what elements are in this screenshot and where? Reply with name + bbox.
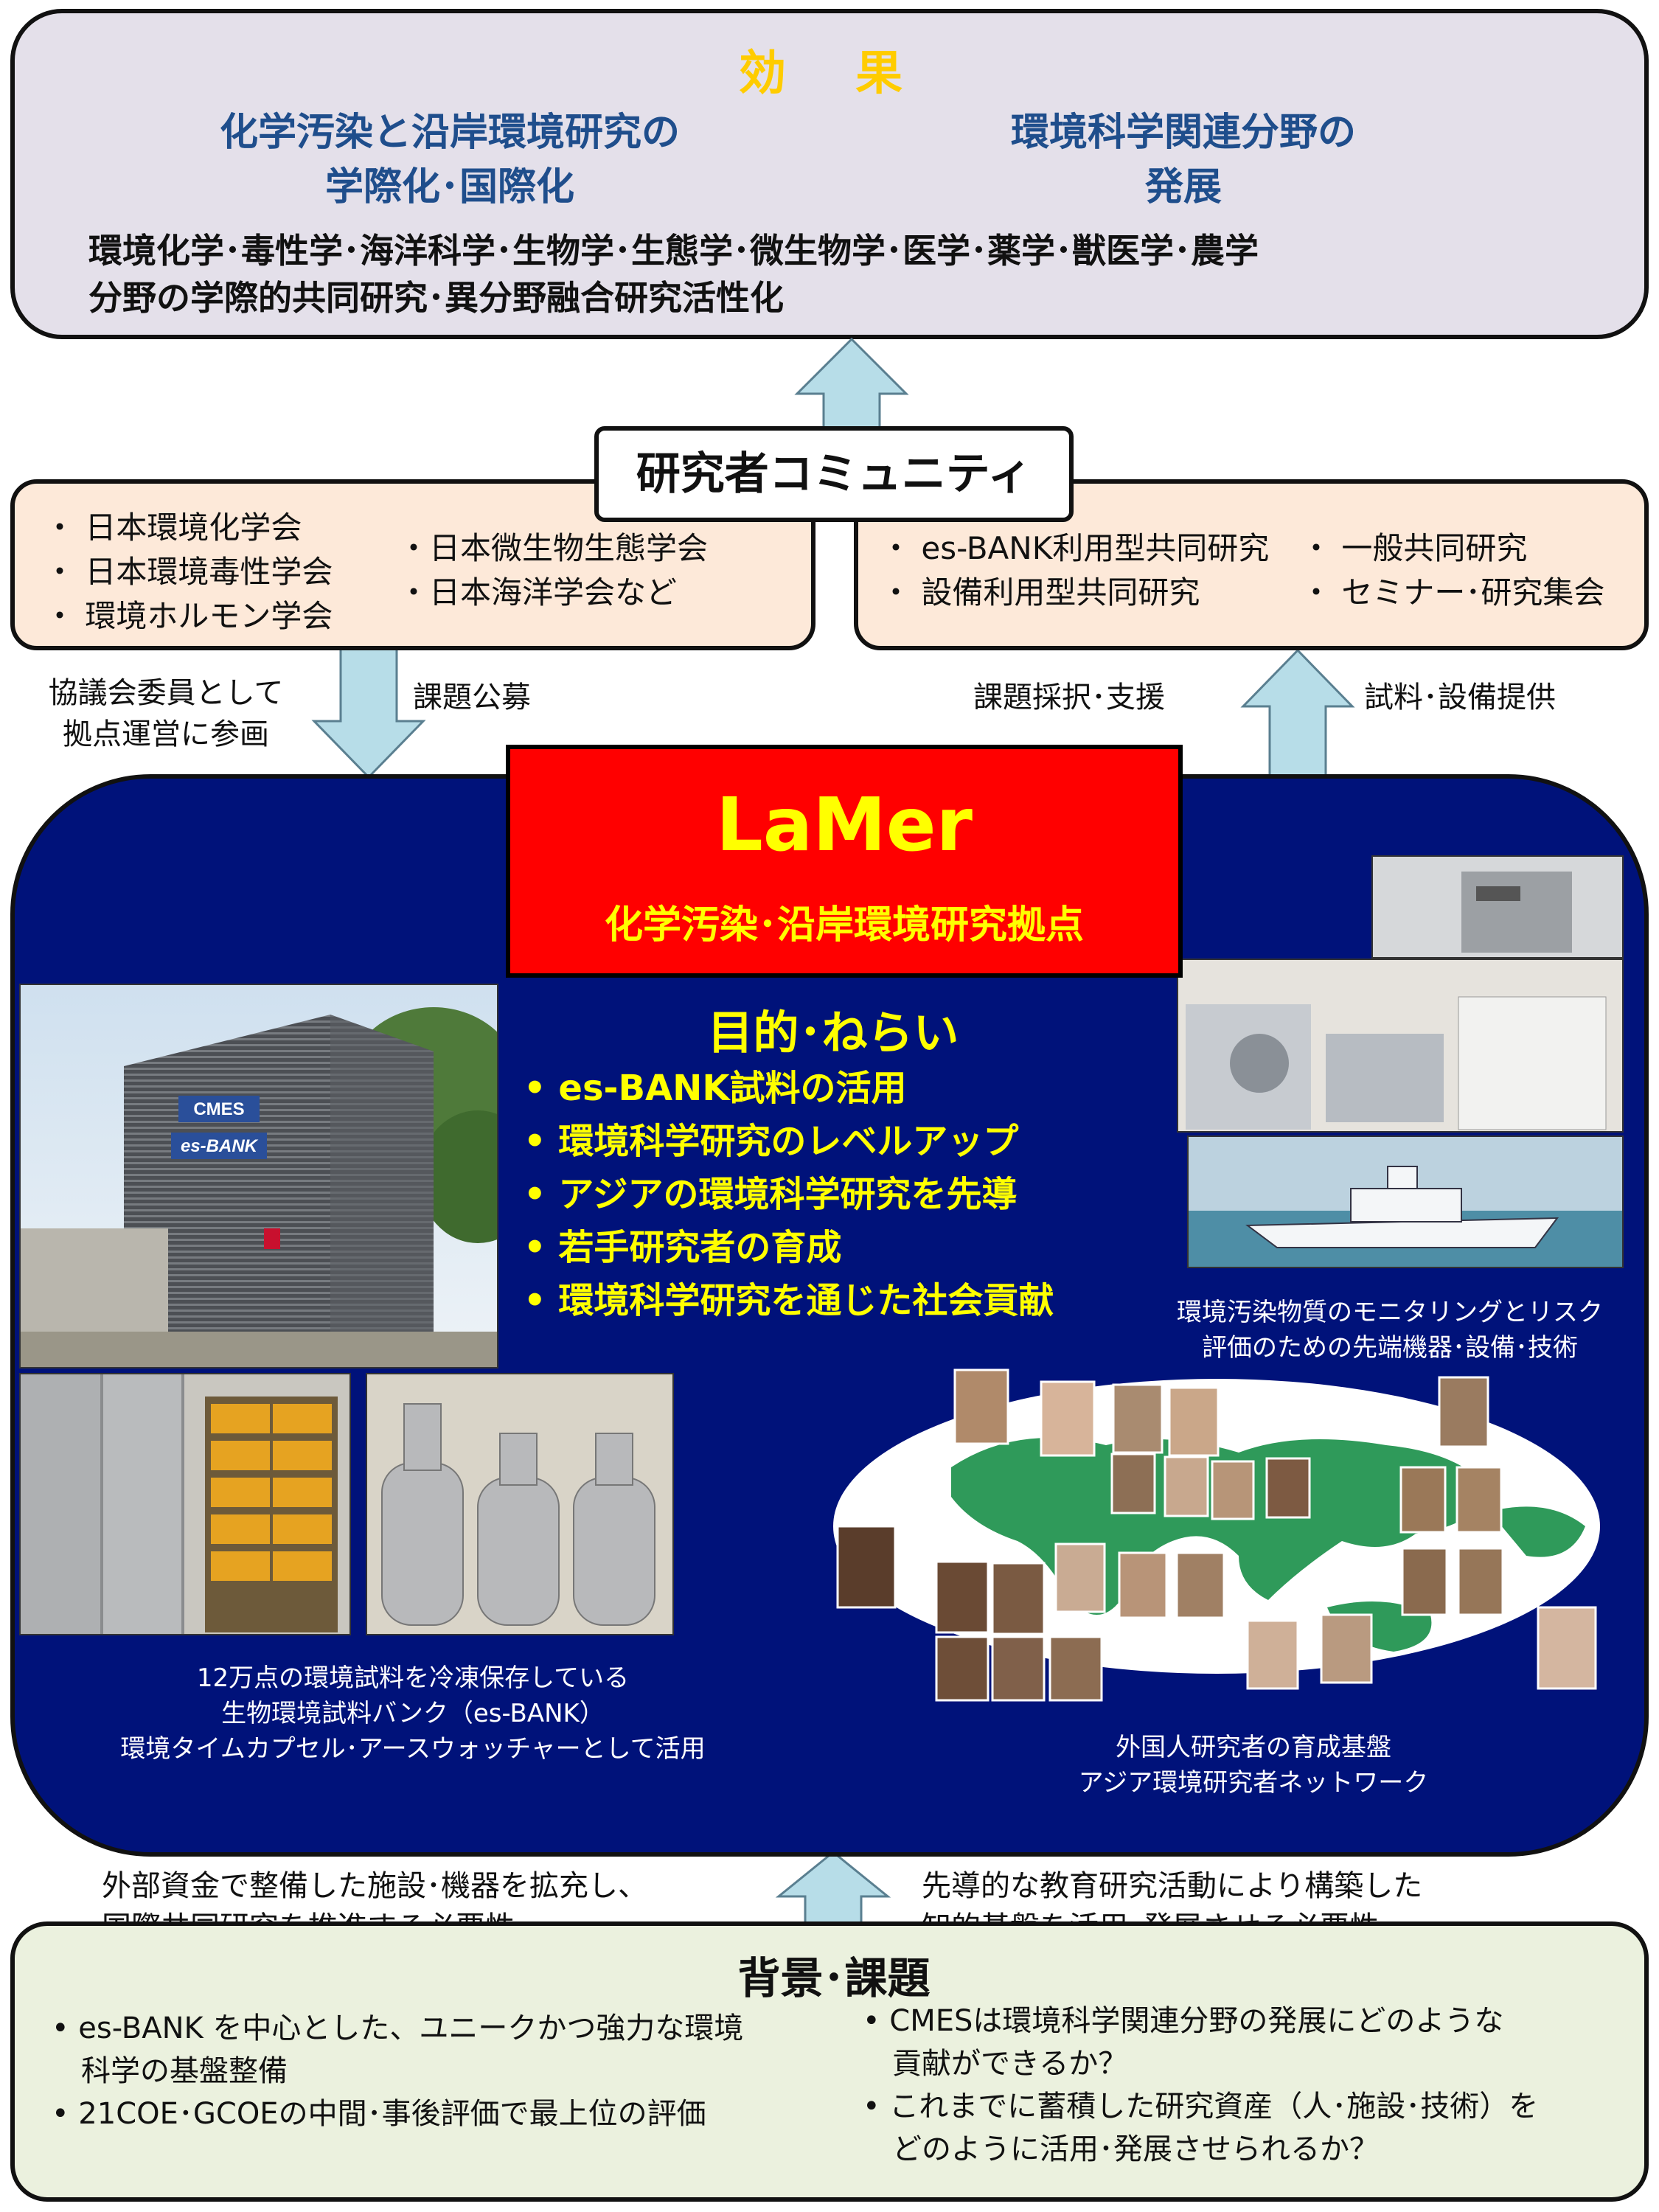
- society-item: ・日本微生物生態学会: [398, 530, 709, 566]
- effects-body-line2: 分野の学際的共同研究･異分野融合研究活性化: [88, 278, 784, 318]
- effects-box: 効 果 化学汚染と沿岸環境研究の 学際化･国際化 環境科学関連分野の 発展 環境…: [10, 9, 1649, 339]
- effects-body-line1: 環境化学･毒性学･海洋科学･生物学･生態学･微生物学･医学･薬学･獣医学･農学: [88, 231, 1259, 271]
- network-caption-line2: アジア環境研究者ネットワーク: [1078, 1768, 1429, 1798]
- esbank-caption-line1: 12万点の環境試料を冷凍保存している: [196, 1663, 630, 1693]
- purpose-title: 目的･ねらい: [707, 1006, 959, 1060]
- purpose-list: • es-BANK試料の活用 • 環境科学研究のレベルアップ • アジアの環境科…: [524, 1062, 1187, 1327]
- lab-equipment-photo-2: [1177, 959, 1624, 1133]
- background-item: • CMESは環境科学関連分野の発展にどのような: [863, 2004, 1504, 2038]
- network-caption-line1: 外国人研究者の育成基盤: [1116, 1733, 1391, 1762]
- label-external-funding-line1: 外部資金で整備した施設･機器を拡充し、: [102, 1869, 647, 1903]
- purpose-item: • es-BANK試料の活用: [524, 1068, 907, 1109]
- purpose-item: • 環境科学研究のレベルアップ: [524, 1121, 1019, 1162]
- program-item: ・ 設備利用型共同研究: [880, 574, 1200, 611]
- arrow-down-to-lamer: [311, 647, 426, 779]
- arrow-up-to-programs: [1240, 648, 1355, 780]
- label-council-line2: 拠点運営に参画: [63, 717, 269, 751]
- background-left-list: • es-BANK を中心とした、ユニークかつ強力な環境 科学の基盤整備 • 2…: [52, 2007, 863, 2135]
- purpose-item: • 若手研究者の育成: [524, 1227, 842, 1268]
- background-item-continued: 貢献ができるか？: [892, 2047, 1128, 2081]
- society-item: ・ 環境ホルモン学会: [44, 598, 333, 634]
- society-item: ・ 日本環境毒性学会: [44, 554, 333, 590]
- lamer-header: LaMer 化学汚染･沿岸環境研究拠点: [506, 745, 1183, 978]
- effects-subtitle-right-line2: 発展: [1144, 165, 1222, 209]
- programs-list-left: ・ es-BANK利用型共同研究 ・ 設備利用型共同研究: [880, 526, 1269, 615]
- building-photo: CMES es-BANK: [19, 984, 498, 1368]
- background-item: • これまでに蓄積した研究資産（人･施設･技術）を: [863, 2090, 1539, 2124]
- lamer-subtitle: 化学汚染･沿岸環境研究拠点: [604, 903, 1084, 947]
- research-vessel-photo: [1187, 1135, 1624, 1268]
- effects-subtitle-left-line1: 化学汚染と沿岸環境研究の: [219, 111, 680, 155]
- program-item: ・ es-BANK利用型共同研究: [880, 530, 1270, 566]
- community-label: 研究者コミュニティ: [594, 426, 1074, 522]
- equipment-caption-line2: 評価のための先端機器･設備･技術: [1202, 1333, 1578, 1363]
- esbank-caption: 12万点の環境試料を冷凍保存している 生物環境試料バンク（es-BANK） 環境…: [22, 1660, 804, 1767]
- effects-subtitle-left: 化学汚染と沿岸環境研究の 学際化･国際化: [125, 105, 774, 215]
- programs-box: ・ es-BANK利用型共同研究 ・ 設備利用型共同研究 ・ 一般共同研究 ・ …: [854, 479, 1649, 650]
- label-council-line1: 協議会委員として: [48, 676, 284, 710]
- building-sign-cmes: CMES: [193, 1099, 244, 1119]
- program-item: ・ 一般共同研究: [1301, 530, 1528, 566]
- purpose-item: • アジアの環境科学研究を先導: [524, 1174, 1018, 1215]
- society-item: ・ 日本環境化学会: [44, 509, 302, 546]
- background-issues-box: 背景･課題 • es-BANK を中心とした、ユニークかつ強力な環境 科学の基盤…: [10, 1921, 1649, 2202]
- building-sign-esbank: es-BANK: [181, 1136, 259, 1156]
- societies-list-left: ・ 日本環境化学会 ・ 日本環境毒性学会 ・ 環境ホルモン学会: [44, 506, 333, 639]
- societies-list-right: ・日本微生物生態学会 ・日本海洋学会など: [398, 526, 708, 615]
- program-item: ・ セミナー･研究集会: [1301, 574, 1605, 611]
- background-item: • es-BANK を中心とした、ユニークかつ強力な環境: [52, 2011, 744, 2045]
- arrow-up-from-background: [775, 1851, 891, 1930]
- esbank-caption-line3: 環境タイムカプセル･アースウォッチャーとして活用: [120, 1734, 706, 1764]
- effects-body: 環境化学･毒性学･海洋科学･生物学･生態学･微生物学･医学･薬学･獣医学･農学 …: [88, 227, 1622, 321]
- background-title: 背景･課題: [737, 1953, 931, 2003]
- purpose-item: • 環境科学研究を通じた社会貢献: [524, 1280, 1054, 1321]
- background-item-continued: どのように活用･発展させられるか？: [892, 2132, 1379, 2166]
- world-map-researchers: [833, 1368, 1600, 1702]
- esbank-caption-line2: 生物環境試料バンク（es-BANK）: [221, 1699, 605, 1728]
- effects-title: 効 果: [738, 46, 930, 101]
- label-intellectual-base-line1: 先導的な教育研究活動により構築した: [922, 1869, 1423, 1903]
- equipment-caption: 環境汚染物質のモニタリングとリスク 評価のための先端機器･設備･技術: [1135, 1295, 1644, 1366]
- effects-subtitle-left-line2: 学際化･国際化: [324, 165, 574, 209]
- freezer-tanks-photo: [366, 1373, 674, 1635]
- programs-list-right: ・ 一般共同研究 ・ セミナー･研究集会: [1301, 526, 1604, 615]
- background-item: • 21COE･GCOEの中間･事後評価で最上位の評価: [52, 2097, 706, 2131]
- background-right-list: • CMESは環境科学関連分野の発展にどのような 貢献ができるか？ • これまで…: [863, 2000, 1637, 2171]
- label-sample-provision: 試料･設備提供: [1364, 681, 1556, 714]
- effects-subtitle-right-line1: 環境科学関連分野の: [1010, 111, 1356, 155]
- label-call-for-proposals: 課題公募: [413, 681, 531, 714]
- arrow-up-to-effects: [794, 337, 909, 439]
- equipment-caption-line1: 環境汚染物質のモニタリングとリスク: [1177, 1298, 1603, 1327]
- society-item: ・日本海洋学会など: [398, 574, 678, 611]
- label-adopt-support: 課題採択･支援: [973, 681, 1165, 714]
- network-caption: 外国人研究者の育成基盤 アジア環境研究者ネットワーク: [922, 1730, 1585, 1801]
- label-council-member: 協議会委員として 拠点運営に参画: [22, 672, 310, 755]
- lamer-title: LaMer: [716, 782, 973, 868]
- background-item-continued: 科学の基盤整備: [81, 2054, 288, 2088]
- storage-shelves-photo: [19, 1373, 351, 1635]
- lab-equipment-photo-1: [1371, 855, 1624, 959]
- effects-subtitle-right: 環境科学関連分野の 発展: [944, 105, 1423, 215]
